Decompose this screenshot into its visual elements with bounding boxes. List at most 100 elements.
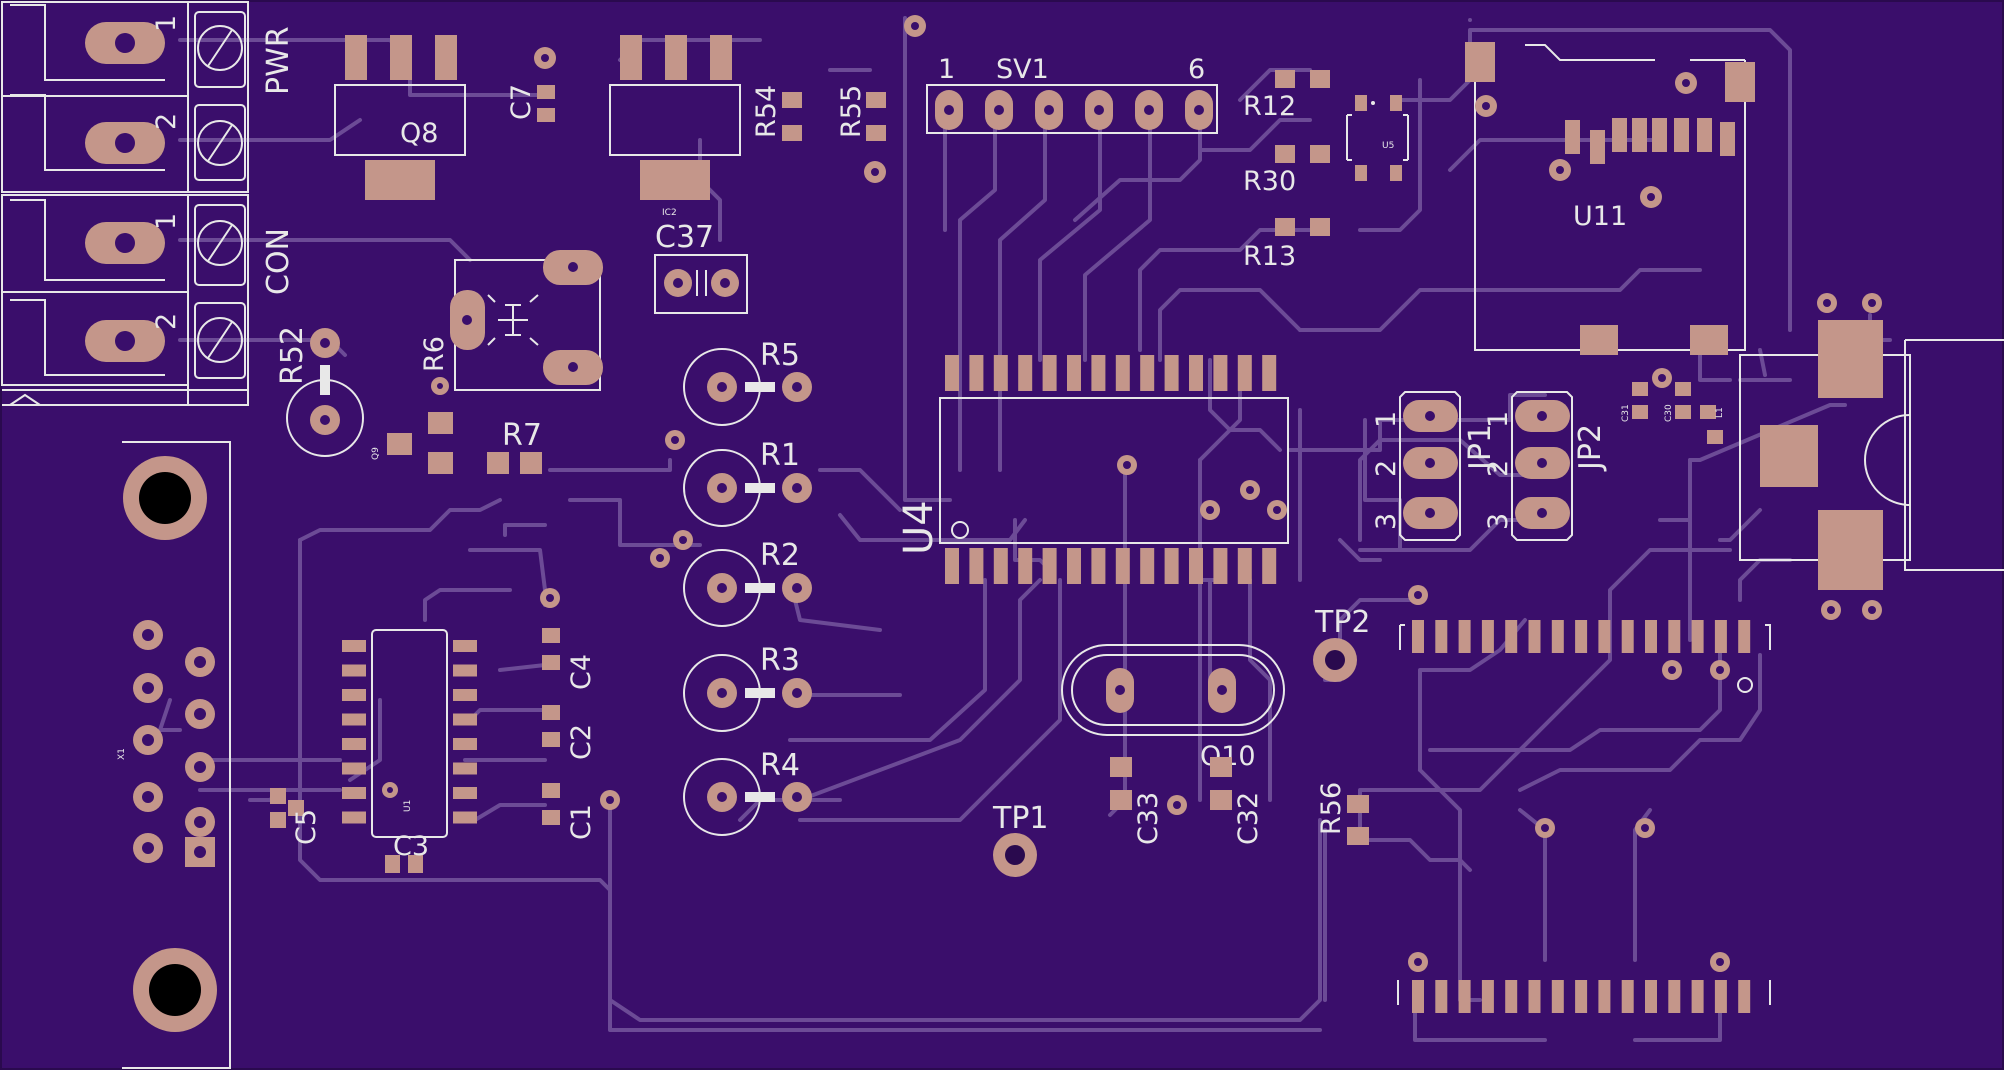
fpc-pin xyxy=(1645,620,1657,653)
r12-label: R12 xyxy=(1243,91,1296,122)
jp1-pin1-label: 1 xyxy=(1371,411,1402,428)
c37-label: C37 xyxy=(655,220,714,255)
u4-pin xyxy=(1262,548,1277,584)
fpc-pin xyxy=(1505,980,1518,1013)
jp1-jumper: 1 2 3 JP1 xyxy=(1371,391,1498,541)
con-pin1-label: 1 xyxy=(151,213,182,230)
jp2-label: JP2 xyxy=(1573,424,1608,472)
fpc-pin xyxy=(1645,980,1657,1013)
c33-capacitor: C33 xyxy=(1110,757,1164,845)
r5-label: R5 xyxy=(760,338,800,373)
u1-pin xyxy=(342,664,366,677)
fpc-pin xyxy=(1598,980,1611,1013)
fpc-pin xyxy=(1528,620,1541,653)
c2-capacitor: C2 xyxy=(542,705,597,760)
c32-capacitor: C32 xyxy=(1167,757,1264,845)
u4-pin xyxy=(1018,355,1033,391)
r5-resistor: R5 xyxy=(683,338,812,426)
sv1-pin1-label: 1 xyxy=(938,54,955,85)
u4-pin xyxy=(1042,548,1057,584)
ic2-regulator: IC2 xyxy=(609,35,741,218)
u1-pin xyxy=(453,811,477,824)
r7-resistor: R7 xyxy=(487,418,685,474)
u4-pin xyxy=(1237,355,1252,391)
tp2-label: TP2 xyxy=(1314,605,1371,640)
fpc-pin xyxy=(1481,980,1494,1013)
fpc-pin xyxy=(1458,980,1471,1013)
l1-label: L1 xyxy=(1715,407,1725,418)
fpc-pin xyxy=(1551,980,1564,1013)
terminal-block-con xyxy=(1,194,249,406)
fpc-pin xyxy=(1738,980,1751,1013)
r52-label: R52 xyxy=(275,326,310,385)
c7-capacitor: C7 xyxy=(506,47,556,122)
r7-label: R7 xyxy=(502,418,542,453)
u1-pin xyxy=(342,713,366,726)
c5-label: C5 xyxy=(291,809,322,845)
r56-label: R56 xyxy=(1316,782,1347,835)
q8-regulator: Q8 xyxy=(334,35,466,200)
power-jack xyxy=(1739,293,2004,620)
c7-label: C7 xyxy=(506,84,537,120)
fpc-pin xyxy=(1575,620,1588,653)
u4-pin xyxy=(993,548,1008,584)
c31-label: C31 xyxy=(1621,404,1631,422)
ic2-label: IC2 xyxy=(662,208,677,218)
fpc-pin xyxy=(1668,980,1681,1013)
c30-label: C30 xyxy=(1664,404,1674,422)
u1-pin xyxy=(342,811,366,824)
c5-capacitor: C5 xyxy=(270,788,322,845)
x1-label: X1 xyxy=(117,748,127,760)
r2-resistor: R2 xyxy=(683,538,812,627)
u4-pin xyxy=(1115,355,1130,391)
sv1-header: 1 SV1 6 xyxy=(926,54,1218,134)
fpc-pin xyxy=(1668,620,1681,653)
fpc-pin xyxy=(1714,980,1727,1013)
c1-label: C1 xyxy=(566,804,597,840)
u4-pin xyxy=(1262,355,1277,391)
u4-pin xyxy=(945,548,959,584)
r6-trimmer: R6 xyxy=(419,250,603,391)
fpc-pin xyxy=(1691,980,1704,1013)
fpc-pin xyxy=(1621,980,1634,1013)
u1-pin xyxy=(453,713,477,726)
pwr-pin2-label: 2 xyxy=(151,113,182,130)
fpc-pin xyxy=(1458,620,1471,653)
u4-pin xyxy=(1140,355,1155,391)
c4-capacitor: C4 xyxy=(540,588,597,690)
con-label: CON xyxy=(261,228,296,295)
fpc-pin xyxy=(1412,980,1424,1013)
r12-resistor: R12 xyxy=(1243,70,1330,122)
r54-resistor: R54 xyxy=(751,85,802,141)
c37-capacitor: C37 xyxy=(654,220,748,314)
fpc-connector-bottom xyxy=(1397,818,1771,1013)
u4-pin xyxy=(1091,548,1106,584)
r55-resistor: R55 xyxy=(836,15,926,183)
fpc-pin xyxy=(1714,620,1727,653)
u1-ic: U1 xyxy=(342,629,477,838)
u11-sd-socket: U11 xyxy=(1465,42,1755,355)
u4-label: U4 xyxy=(896,500,942,555)
c31-c30-l1: C31 C30 L1 xyxy=(1621,368,1725,444)
u1-pin xyxy=(342,640,366,652)
fpc-pin xyxy=(1621,620,1634,653)
q8-label: Q8 xyxy=(400,118,438,149)
u1-pin xyxy=(342,738,366,750)
jp1-pin2-label: 2 xyxy=(1371,460,1402,477)
u4-ic: U4 xyxy=(896,355,1289,584)
u1-pin xyxy=(342,762,366,775)
jp2-pin2-label: 2 xyxy=(1483,460,1514,477)
jp1-pin3-label: 3 xyxy=(1371,513,1402,530)
r4-resistor: R4 xyxy=(683,748,812,836)
c32-label: C32 xyxy=(1233,792,1264,845)
jp1-label: JP1 xyxy=(1463,424,1498,472)
jp2-pin3-label: 3 xyxy=(1483,513,1514,530)
u11-label: U11 xyxy=(1573,201,1627,232)
c4-label: C4 xyxy=(566,654,597,690)
r13-label: R13 xyxy=(1243,241,1296,272)
c3-label: C3 xyxy=(393,831,429,862)
r2-label: R2 xyxy=(760,538,800,573)
copper-traces xyxy=(158,16,1892,1042)
q9-transistor: Q9 xyxy=(371,377,453,474)
fpc-pin xyxy=(1598,620,1611,653)
